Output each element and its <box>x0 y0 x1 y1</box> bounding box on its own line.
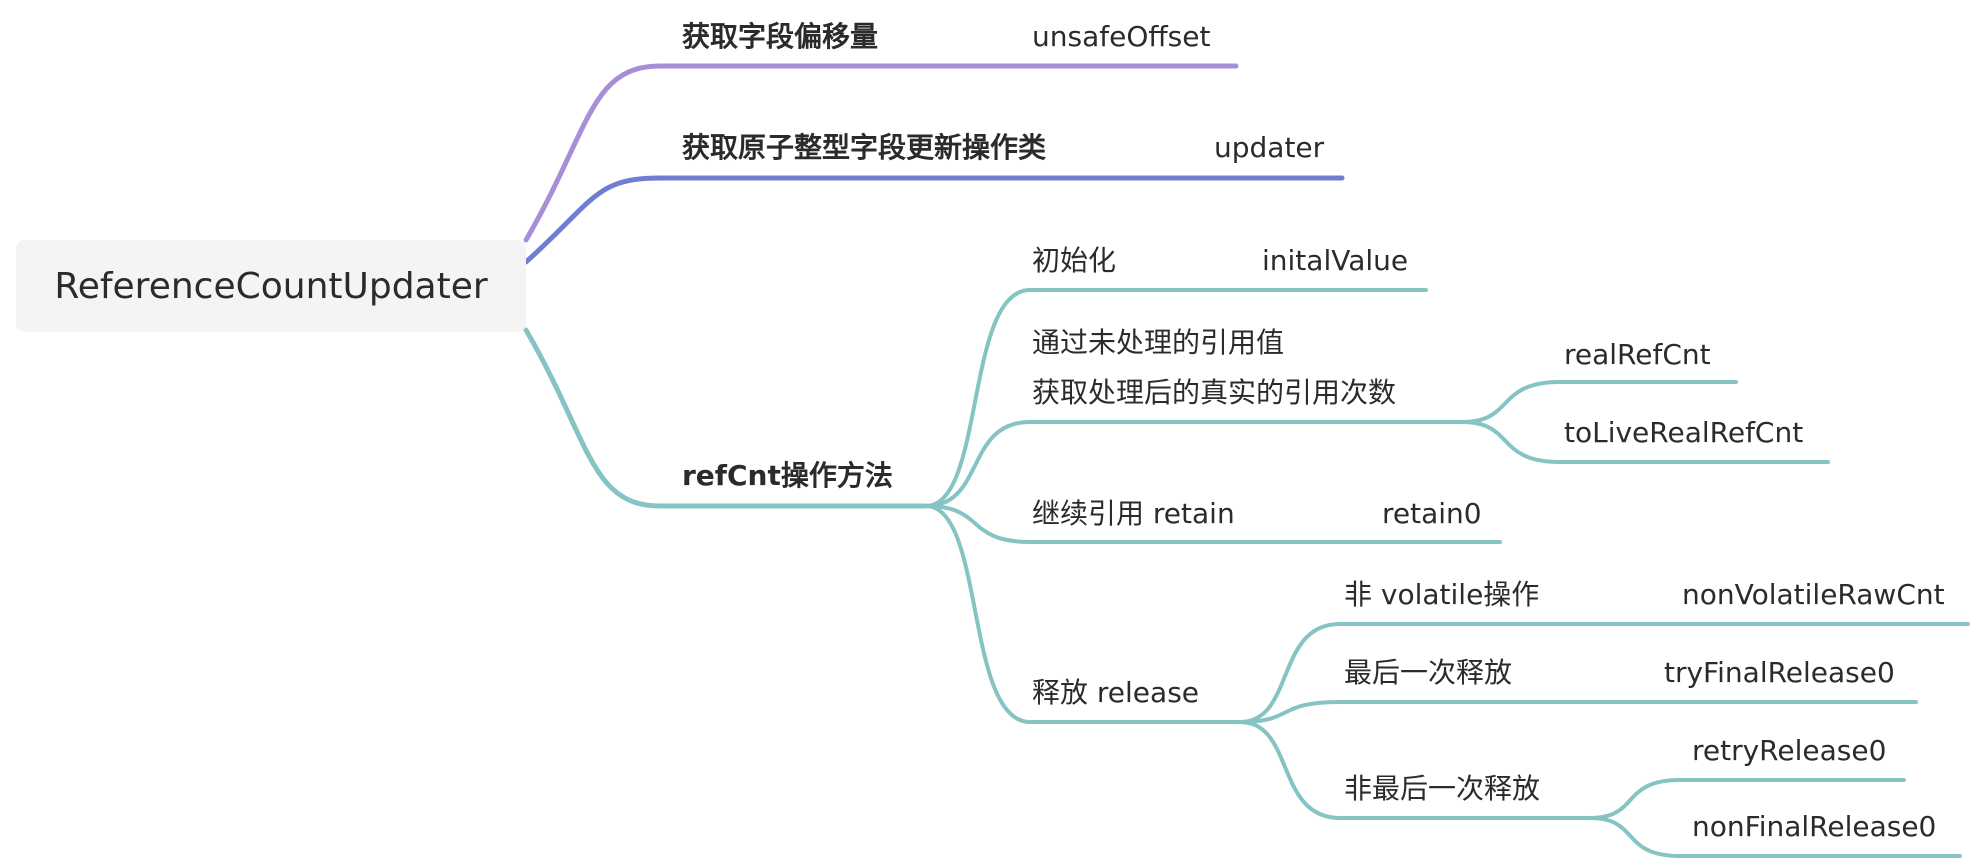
node-offset-method[interactable]: unsafeOffset <box>1032 20 1211 53</box>
connector-real-realrefcnt <box>1460 380 1562 424</box>
connector-real-tolive <box>1460 420 1562 464</box>
node-final-method[interactable]: tryFinalRelease0 <box>1664 656 1895 689</box>
connector-release-volatile <box>1238 622 1342 724</box>
connector-refcnt-init <box>924 288 1032 508</box>
node-realrefcnt-method[interactable]: realRefCnt <box>1564 338 1711 371</box>
node-final-label[interactable]: 最后一次释放 <box>1344 656 1513 689</box>
node-real-label-line2[interactable]: 获取处理后的真实的引用次数 <box>1032 376 1397 409</box>
node-init-method[interactable]: initalValue <box>1262 244 1409 277</box>
node-refcnt-label[interactable]: refCnt操作方法 <box>682 459 893 492</box>
connector-refcnt-real <box>924 420 1032 508</box>
node-updater-label[interactable]: 获取原子整型字段更新操作类 <box>682 131 1047 164</box>
node-retain-method[interactable]: retain0 <box>1382 497 1482 530</box>
connector-nonfinal-retry <box>1588 778 1682 820</box>
root-node[interactable]: ReferenceCountUpdater <box>16 240 526 332</box>
connector-root-offset <box>523 63 663 243</box>
node-real-label-line1[interactable]: 通过未处理的引用值 <box>1032 326 1285 359</box>
connector-refcnt-retain <box>924 504 1032 544</box>
root-label: ReferenceCountUpdater <box>54 265 488 307</box>
connector-root-updater <box>523 175 663 265</box>
node-nonfinalrelease-method[interactable]: nonFinalRelease0 <box>1692 810 1937 843</box>
connector-release-nonfinal <box>1238 720 1342 820</box>
node-init-label[interactable]: 初始化 <box>1032 244 1117 277</box>
connector-root-refcnt <box>523 327 663 509</box>
node-retry-method[interactable]: retryRelease0 <box>1692 734 1887 767</box>
node-updater-method[interactable]: updater <box>1214 131 1325 164</box>
node-offset-label[interactable]: 获取字段偏移量 <box>682 20 879 53</box>
connector-nonfinal-nonfinalrelease <box>1588 816 1682 858</box>
node-volatile-label[interactable]: 非 volatile操作 <box>1344 578 1540 611</box>
connector-release-final <box>1238 700 1342 724</box>
connector-refcnt-release <box>924 504 1032 724</box>
node-retain-label[interactable]: 继续引用 retain <box>1032 497 1235 530</box>
node-release-label[interactable]: 释放 release <box>1032 676 1200 709</box>
node-tolive-method[interactable]: toLiveRealRefCnt <box>1564 416 1804 449</box>
node-nonfinal-label[interactable]: 非最后一次释放 <box>1344 772 1541 805</box>
node-volatile-method[interactable]: nonVolatileRawCnt <box>1682 578 1945 611</box>
